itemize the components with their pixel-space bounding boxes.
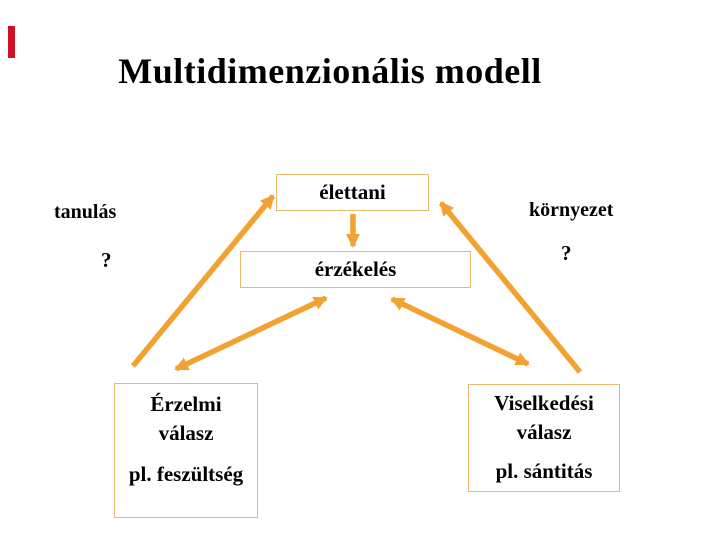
box-erzelmi-valasz: Érzelmi válasz pl. feszültség xyxy=(114,383,258,518)
box-erzelmi-example: pl. feszültség xyxy=(128,462,244,486)
label-tanulas: tanulás xyxy=(54,201,117,223)
box-erzelmi-line2: válasz xyxy=(158,421,214,445)
arrow-erzelmi-erzekeles-double xyxy=(174,295,328,372)
box-elettani-label: élettani xyxy=(319,180,386,204)
arrow-tanulas-diagonal-to-elettani xyxy=(130,194,276,368)
box-viselkedesi-line1: Viselkedési xyxy=(494,391,594,415)
box-erzekeles-label: érzékelés xyxy=(314,257,397,281)
red-accent-bar xyxy=(8,26,15,58)
box-viselkedesi-line2: válasz xyxy=(516,420,572,444)
box-erzekeles: érzékelés xyxy=(240,251,471,288)
box-erzelmi-line1: Érzelmi xyxy=(150,392,222,416)
box-viselkedesi-example: pl. sántitás xyxy=(495,459,593,483)
label-kornyezet: környezet xyxy=(529,199,614,221)
box-viselkedesi-valasz: Viselkedési válasz pl. sántitás xyxy=(468,384,620,492)
box-elettani: élettani xyxy=(276,174,429,211)
slide-title: Multidimenzionális modell xyxy=(118,51,542,91)
label-question-right: ? xyxy=(561,241,572,265)
arrow-viselkedesi-erzekeles-double xyxy=(390,296,530,367)
arrow-kornyezet-diagonal-to-elettani xyxy=(438,201,583,374)
label-question-left: ? xyxy=(101,248,112,272)
